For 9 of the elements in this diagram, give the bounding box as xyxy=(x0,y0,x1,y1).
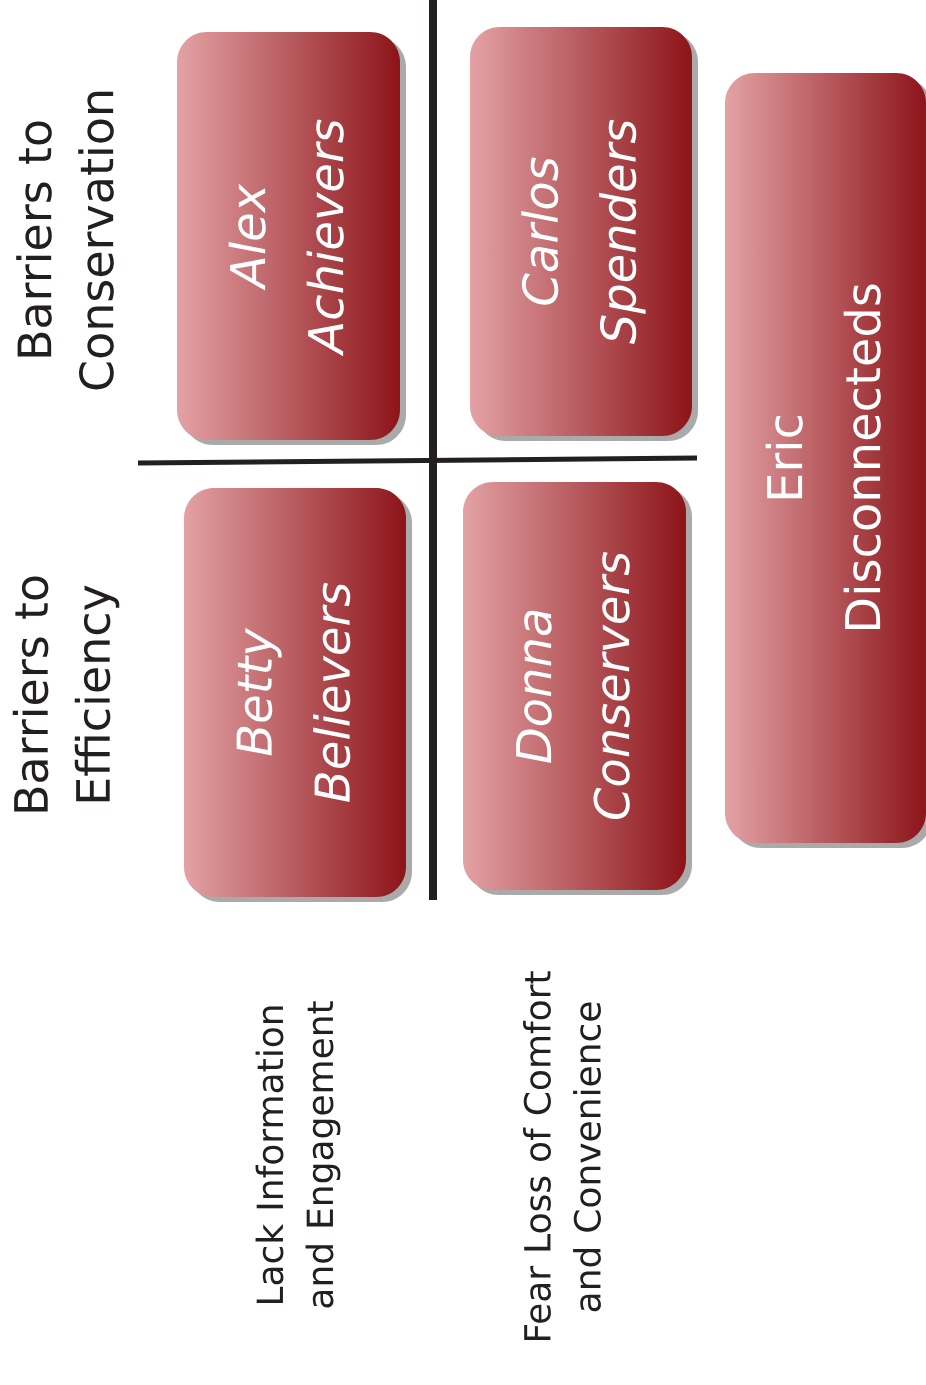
segment-box: Eric Disconnecteds xyxy=(725,73,926,848)
segment-box: Carlos Spenders xyxy=(470,27,698,441)
axis-label: Barriers to Efficiency xyxy=(12,576,120,812)
axis-label: Fear Loss of Comfort and Convenience xyxy=(523,971,601,1341)
segment-box: Alex Achievers xyxy=(177,32,406,445)
axis-label: Lack Information and Engagement xyxy=(255,1001,341,1308)
segment-box: Donna Conservers xyxy=(463,482,692,895)
axis-label: Barriers to Conservation xyxy=(16,91,114,390)
segment-box: Betty Believers xyxy=(184,488,412,902)
